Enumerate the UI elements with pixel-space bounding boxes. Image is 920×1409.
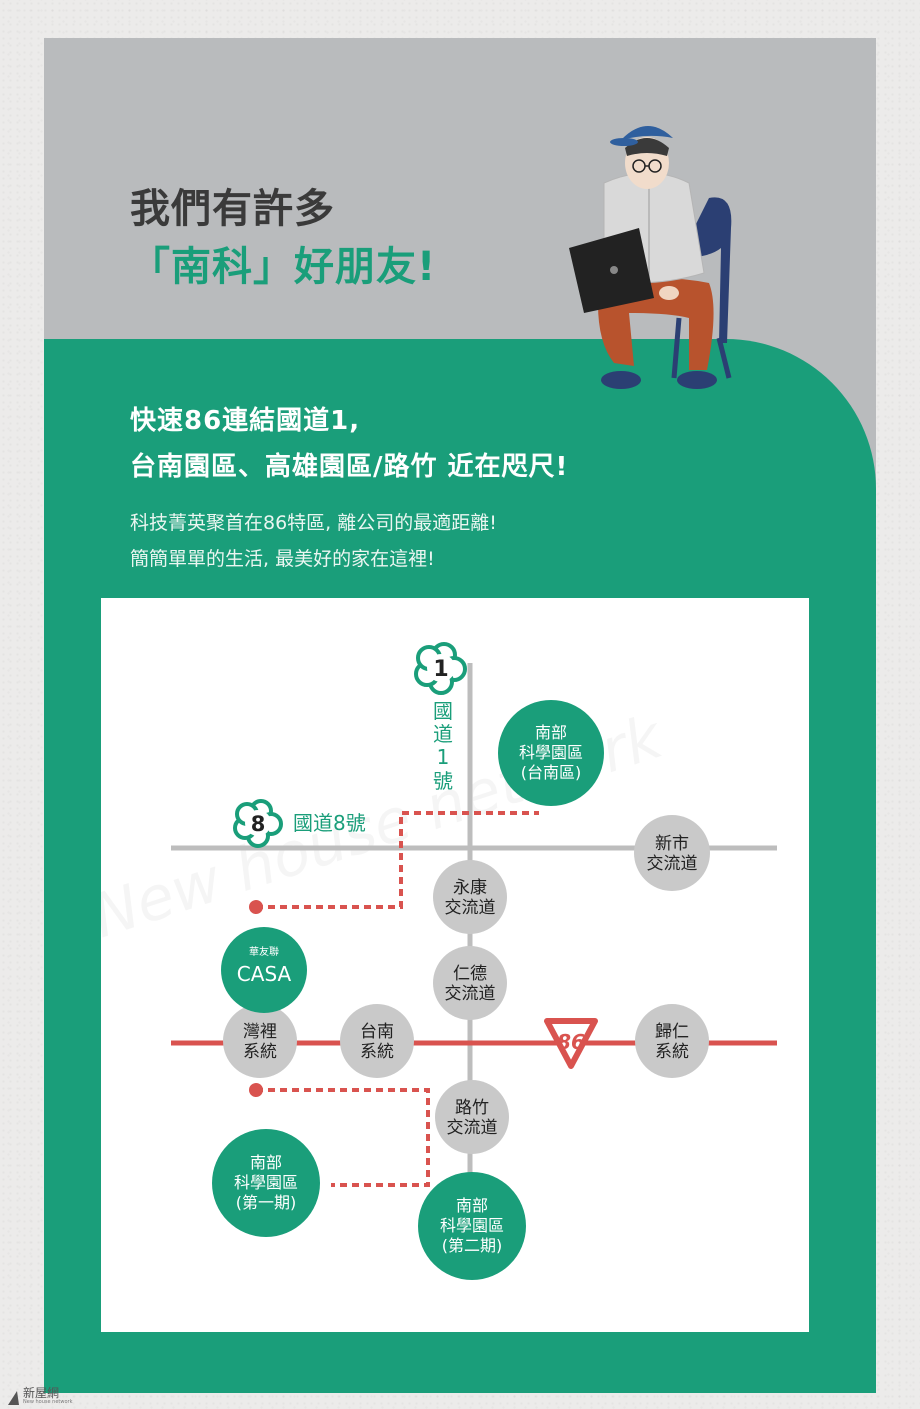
route-86-badge-label: 86	[557, 1030, 585, 1054]
node-tainan-science-park: 南部 科學園區 (台南區)	[498, 700, 604, 806]
node-label: 永康	[453, 878, 487, 898]
node-tainan-system: 台南 系統	[340, 1004, 414, 1078]
body-text-line-2: 簡簡單單的生活, 最美好的家在這裡!	[130, 548, 435, 570]
node-label: 歸仁	[655, 1022, 689, 1042]
route-1-label-char: 道	[433, 722, 453, 746]
route-8-badge-label: 8	[251, 812, 266, 836]
node-label: 台南	[360, 1022, 394, 1042]
node-label: 南部	[250, 1153, 282, 1172]
node-label: 交流道	[647, 854, 698, 874]
connector-tainan-park	[256, 811, 539, 909]
node-guiren-system: 歸仁 系統	[635, 1004, 709, 1078]
node-luzhu-interchange: 路竹 交流道	[435, 1080, 509, 1154]
node-label: 科學園區	[234, 1173, 298, 1192]
brand-watermark: 新屋網 New house network	[8, 1387, 72, 1405]
node-science-park-phase2: 南部 科學園區 (第二期)	[418, 1172, 526, 1280]
casa-site-marker: 華友聯 CASA	[221, 927, 307, 1013]
brand-name: 新屋網	[23, 1386, 60, 1400]
node-yongkang-interchange: 永康 交流道	[433, 860, 507, 934]
node-label: 仁德	[453, 964, 487, 984]
route-1-label-char: 1	[437, 745, 450, 769]
student-laptop-illustration	[569, 125, 732, 389]
node-wanli-system: 灣裡 系統	[223, 1004, 297, 1078]
node-label: 新市	[655, 834, 689, 854]
brand-tagline: New house network	[23, 1399, 73, 1405]
brand-logo-icon	[8, 1391, 19, 1405]
route-map-canvas: New house network 1 國 道 1 號	[84, 642, 777, 1280]
node-label: 科學園區	[440, 1216, 504, 1235]
route-1-label-char: 號	[433, 769, 453, 793]
node-label: (第一期)	[236, 1193, 297, 1212]
node-xinshi-interchange: 新市 交流道	[634, 815, 710, 891]
node-label: (台南區)	[521, 763, 582, 782]
route-1-badge: 1	[414, 642, 467, 695]
headline-line-1: 我們有許多	[130, 186, 335, 232]
body-text-line-1: 科技菁英聚首在86特區, 離公司的最適距離!	[130, 512, 497, 534]
node-label: 路竹	[455, 1098, 489, 1118]
route-86-badge: 86	[544, 1018, 598, 1069]
route-8-badge: 8	[233, 799, 283, 848]
node-label: 科學園區	[519, 743, 583, 762]
headline-line-2: 「南科」好朋友!	[130, 244, 437, 290]
node-label: 系統	[360, 1042, 394, 1062]
route-1-badge-label: 1	[433, 657, 448, 682]
casa-top-label: 華友聯	[249, 945, 279, 958]
node-label: 交流道	[445, 898, 496, 918]
connector-dot-upper	[249, 900, 263, 914]
node-label: 交流道	[447, 1118, 498, 1138]
subheadline-line-2: 台南園區、高雄園區/路竹 近在咫尺!	[130, 452, 569, 482]
subheadline-line-1: 快速86連結國道1,	[130, 406, 361, 436]
route-8-label: 國道8號	[293, 811, 366, 835]
node-label: 南部	[535, 723, 567, 742]
node-label: 交流道	[445, 984, 496, 1004]
casa-name-label: CASA	[237, 962, 292, 986]
connector-dot-lower	[249, 1083, 263, 1097]
node-label: 南部	[456, 1196, 488, 1215]
node-label: 系統	[655, 1042, 689, 1062]
node-label: (第二期)	[442, 1236, 503, 1255]
poster: 我們有許多 「南科」好朋友! 快速86連結國道1, 台南園區、高雄園區/路竹 近…	[44, 38, 876, 1393]
route-1-label-char: 國	[433, 699, 453, 723]
node-label: 灣裡	[243, 1022, 277, 1042]
node-science-park-phase1: 南部 科學園區 (第一期)	[212, 1129, 320, 1237]
connector-phase1	[256, 1088, 430, 1187]
node-rende-interchange: 仁德 交流道	[433, 946, 507, 1020]
route-map: New house network 1 國 道 1 號	[84, 598, 809, 1332]
node-label: 系統	[243, 1042, 277, 1062]
